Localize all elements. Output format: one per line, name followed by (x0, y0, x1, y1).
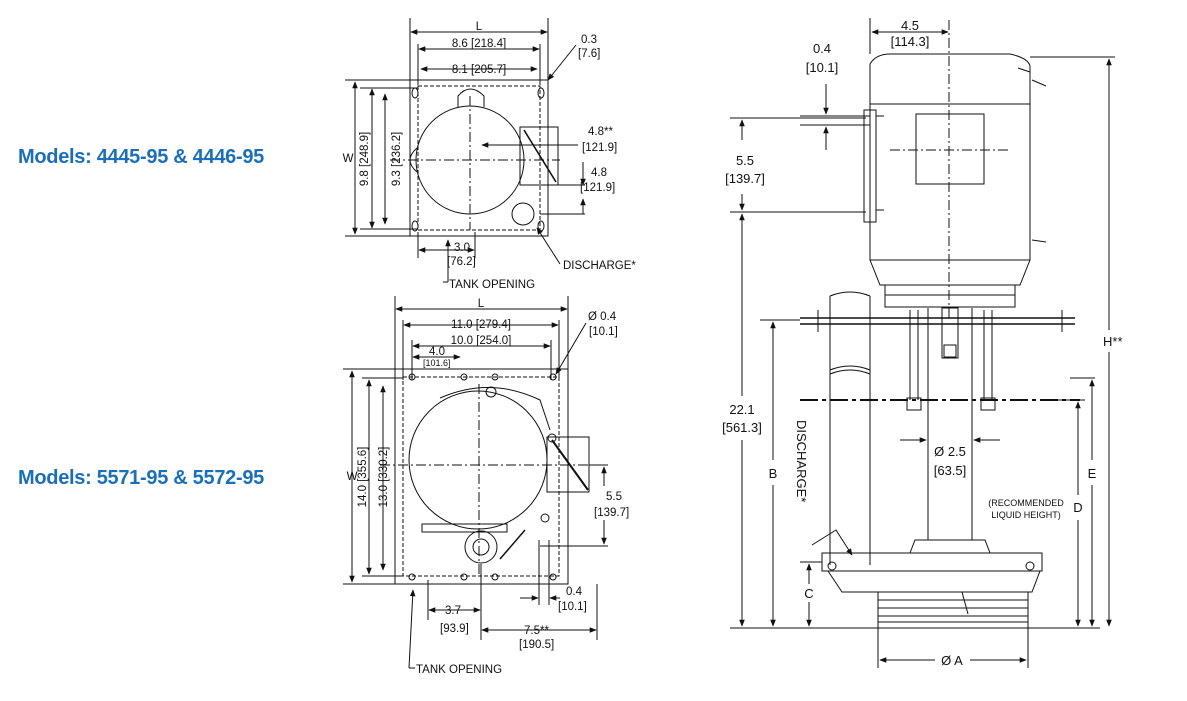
label-tank-opening-2: TANK OPENING (416, 664, 502, 676)
dim-4-0-mm: [101.6] (423, 358, 451, 368)
dim-7-5-mm: [190.5] (519, 639, 554, 651)
dim-W-2: W (347, 471, 358, 483)
dim-5-5-top: 5.5 (606, 491, 622, 503)
dim-22-1-mm: [561.3] (722, 420, 762, 435)
dim-8-1: 8.1 [205.7] (452, 64, 506, 76)
dim-L-2: L (478, 298, 485, 310)
top-view-large-labels: L 11.0 [279.4] 10.0 [254.0] 4.0 [101.6] … (347, 298, 630, 676)
dim-2-5: Ø 2.5 (934, 444, 966, 459)
dim-C: C (804, 586, 813, 601)
dim-11-0: 11.0 [279.4] (451, 319, 511, 331)
dim-0-4-bottom-mm: [10.1] (558, 601, 587, 613)
model-label-top: Models: 4445-95 & 4446-95 (18, 146, 264, 168)
dim-14-0: 14.0 [355.6] (357, 447, 369, 508)
dim-8-6: 8.6 [218.4] (452, 38, 506, 50)
dim-0-4-side-mm: [10.1] (806, 60, 839, 75)
dim-L-1: L (476, 21, 483, 33)
dim-3-0-mm: [76.2] (447, 256, 476, 268)
dim-4-8-star: 4.8** (588, 126, 613, 138)
label-discharge-1: DISCHARGE* (563, 260, 636, 272)
dim-3-0: 3.0 (454, 242, 470, 254)
dim-hole-mm: [10.1] (589, 326, 618, 338)
dim-4-5-mm: [114.3] (891, 34, 930, 49)
dim-5-5-top-mm: [139.7] (594, 507, 629, 519)
model-label-bottom: Models: 5571-95 & 5572-95 (18, 467, 264, 489)
dim-5-5-side-mm: [139.7] (725, 171, 765, 186)
dim-9-8: 9.8 [248.9] (359, 132, 371, 186)
dim-13-0: 13.0 [330.2] (378, 447, 390, 508)
dim-4-5: 4.5 (901, 18, 919, 33)
dim-4-8: 4.8 (591, 167, 607, 179)
label-liquid-height: LIQUID HEIGHT) (991, 510, 1061, 520)
dim-D: D (1073, 500, 1082, 515)
top-view-small (345, 18, 586, 283)
dim-0-4-side: 0.4 (813, 41, 831, 56)
dim-22-1: 22.1 (729, 402, 754, 417)
dim-4-8-star-mm: [121.9] (582, 142, 617, 154)
dim-0-4-bottom: 0.4 (566, 586, 583, 598)
label-tank-opening-1: TANK OPENING (449, 279, 535, 291)
dim-H: H** (1103, 334, 1123, 349)
dim-E: E (1088, 466, 1097, 481)
label-recommended: (RECOMMENDED (988, 498, 1064, 508)
top-view-large (343, 296, 608, 669)
label-discharge-side: DISCHARGE* (794, 420, 809, 502)
dim-4-0: 4.0 (429, 346, 445, 358)
dim-4-8-mm: [121.9] (580, 182, 615, 194)
side-view-labels: 4.5 [114.3] 0.4 [10.1] 5.5 [139.7] 22.1 … (722, 18, 1122, 668)
dim-A: Ø A (941, 653, 963, 668)
dim-0-3-mm: [7.6] (578, 48, 600, 60)
dim-B: B (769, 466, 778, 481)
dim-2-5-mm: [63.5] (934, 463, 967, 478)
dim-W-1: W (343, 153, 354, 165)
dim-9-3: 9.3 [236.2] (391, 132, 403, 186)
dim-hole: Ø 0.4 (588, 311, 617, 323)
dim-5-5-side: 5.5 (736, 153, 754, 168)
dim-10-0: 10.0 [254.0] (451, 335, 512, 347)
side-view-pump (730, 18, 1115, 668)
dim-3-7-mm: [93.9] (440, 623, 469, 635)
top-view-small-labels: L 8.6 [218.4] 8.1 [205.7] 0.3 [7.6] W 9.… (343, 21, 637, 291)
dim-0-3: 0.3 (581, 34, 597, 46)
dim-7-5: 7.5** (524, 625, 549, 637)
dim-3-7: 3.7 (445, 605, 461, 617)
